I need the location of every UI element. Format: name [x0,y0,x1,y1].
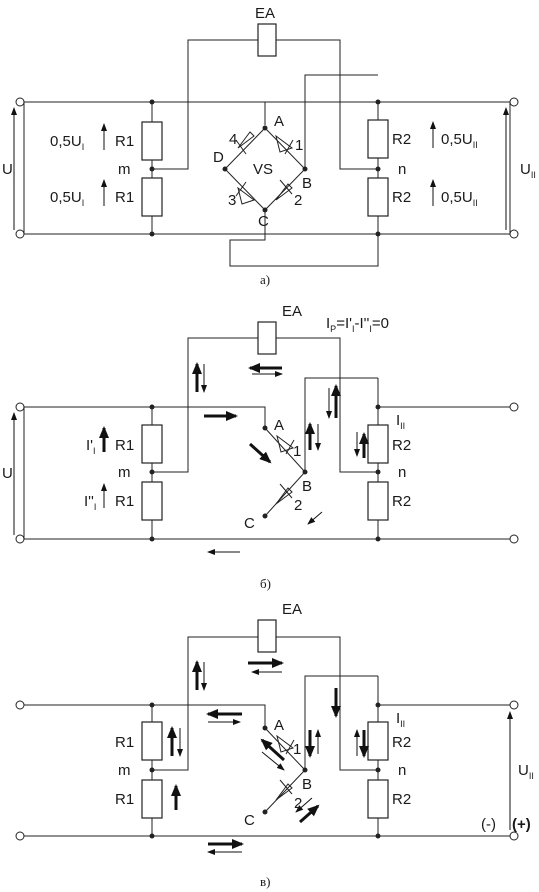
label-node-n: n [398,464,406,481]
label-node-b: B [302,776,312,793]
label-node-c: C [258,213,269,230]
panel-b-current-arrows [11,362,369,555]
resistor-r2-bottom [367,779,389,819]
label-u1: UI [2,161,15,180]
label-ammeter: EA [282,601,302,618]
panel-a-wires [23,39,511,267]
label-diode-2: 2 [294,795,302,812]
label-u2: UII [518,762,534,781]
label-r2-bottom: R2 [392,791,411,808]
formula-ip: IP=I'I-I''I=0 [326,315,389,334]
resistor-r1-bottom [141,481,163,521]
resistor-r1-top [141,721,163,761]
label-node-d: D [213,149,224,166]
label-u2: UII [520,161,536,180]
panel-b: EA IP=I'I-I''I=0 R1 R1 R2 R2 m n A B C 1… [2,303,519,591]
label-diode-1: 1 [293,741,301,758]
label-r2-top: R2 [392,437,411,454]
label-node-b: B [302,478,312,495]
panel-b-nodes [149,404,381,542]
label-r1-top: R1 [115,437,134,454]
label-ammeter: EA [282,303,302,320]
label-i1-double-prime: I''I [84,493,96,512]
label-node-m: m [118,762,131,779]
label-i2: III [396,412,405,431]
label-half-u1-top: 0,5UI [50,133,84,152]
panel-b-terminals [15,402,519,544]
label-diode-3: 3 [228,192,236,209]
resistor-r1-top [141,121,163,161]
label-u1: UI [2,465,15,484]
label-node-m: m [118,161,131,178]
panel-a-terminals [15,97,519,239]
label-diode-4: 4 [229,131,237,148]
resistor-r2-bottom [367,177,389,217]
panel-c-wires [24,636,510,837]
caption-a: а) [260,272,270,287]
label-node-c: C [244,515,255,532]
resistor-r1-bottom [141,177,163,217]
panel-c-current-arrows [167,658,513,855]
label-node-b: B [302,175,312,192]
label-half-u2-top: 0,5UII [441,131,478,150]
panel-b-diodes [275,434,295,505]
label-node-c: C [244,812,255,829]
label-i1-prime: I'I [86,437,96,456]
resistor-r2-top [367,721,389,761]
label-diode-2: 2 [294,192,302,209]
label-r2-bottom: R2 [392,493,411,510]
ammeter-ea [257,321,277,355]
label-node-n: n [398,762,406,779]
panel-c-terminals [15,700,519,841]
label-node-a: A [274,113,284,130]
panel-a-voltage-arrows [11,107,509,230]
label-r2-top: R2 [392,734,411,751]
panel-a-nodes [149,99,381,237]
panel-a: EA R1 R1 R2 R2 m n A B C D VS 1 2 3 4 UI… [2,5,536,287]
label-r2-top: R2 [392,131,411,148]
ammeter-ea [257,23,277,57]
label-r1-bottom: R1 [115,791,134,808]
label-diode-1: 1 [293,443,301,460]
panel-c-diodes [275,734,295,801]
label-node-a: A [274,417,284,434]
label-r2-bottom: R2 [392,189,411,206]
label-node-m: m [118,464,131,481]
label-r1-bottom: R1 [115,493,134,510]
label-i2: III [396,710,405,729]
panel-c-nodes [149,702,381,839]
resistor-r2-top [367,119,389,159]
resistor-r2-bottom [367,481,389,521]
label-ammeter: EA [255,5,275,22]
label-r1-top: R1 [115,133,134,150]
resistor-r1-bottom [141,779,163,819]
label-node-n: n [398,161,406,178]
label-half-u1-bottom: 0,5UI [50,189,84,208]
resistor-r2-top [367,424,389,464]
label-polarity-minus: (-) [481,816,496,833]
caption-b: б) [260,576,271,591]
label-diode-1: 1 [295,137,303,154]
panel-c: EA R1 R1 R2 R2 m n A B C 1 2 III UII (-)… [15,601,534,889]
resistor-r1-top [141,424,163,464]
label-r1-top: R1 [115,734,134,751]
label-half-u2-bottom: 0,5UII [441,189,478,208]
label-polarity-plus: (+) [512,816,531,833]
label-diode-2: 2 [294,497,302,514]
ammeter-ea [257,619,277,653]
label-r1-bottom: R1 [115,189,134,206]
label-bridge-vs: VS [253,161,273,178]
caption-c: в) [260,874,270,889]
label-node-a: A [274,717,284,734]
